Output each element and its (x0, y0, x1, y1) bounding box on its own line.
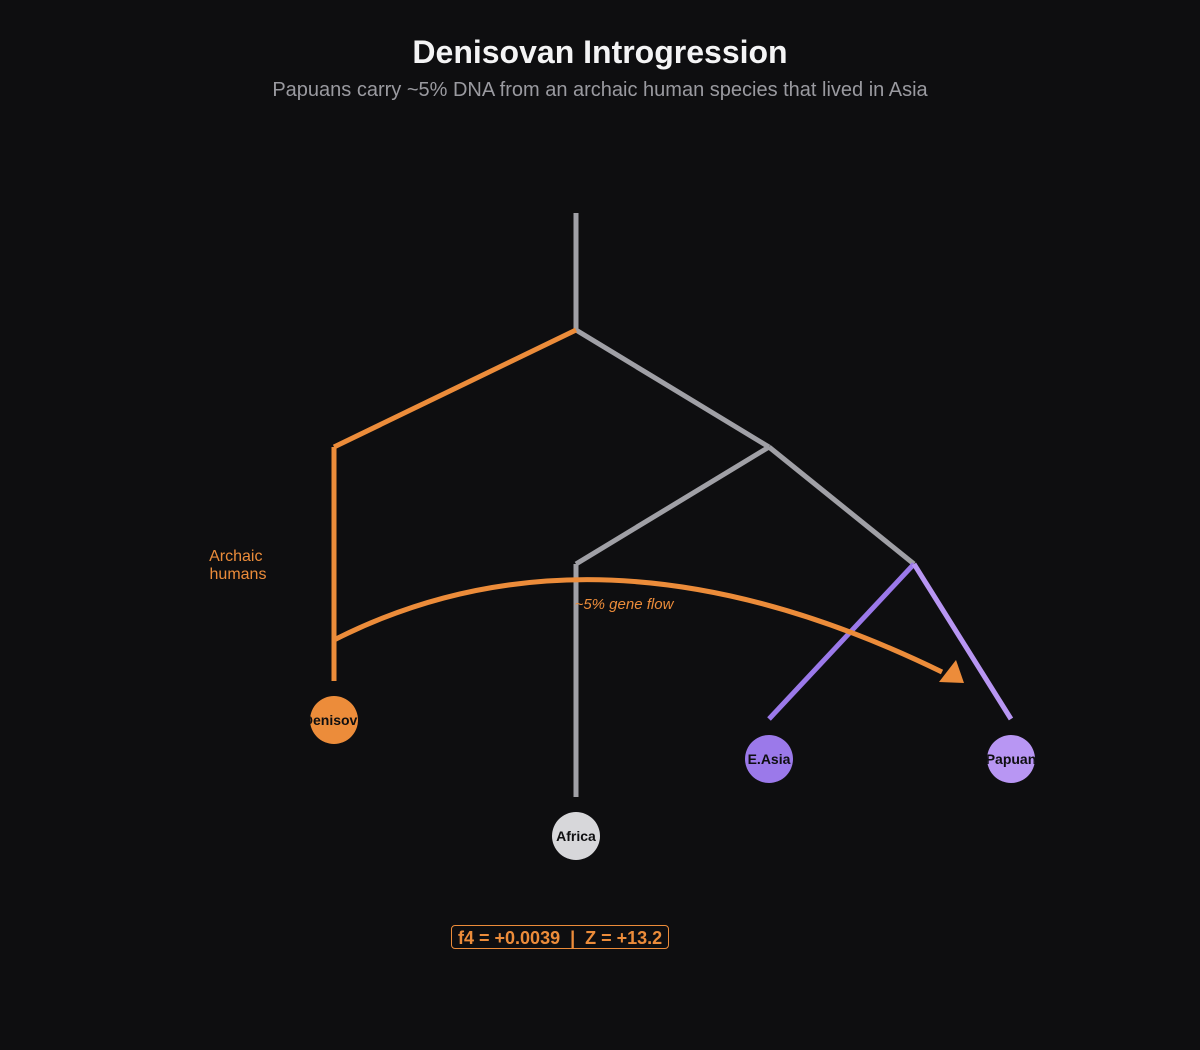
node-denisova: Denisova (303, 696, 365, 744)
page-subtitle: Papuans carry ~5% DNA from an archaic hu… (272, 79, 928, 101)
f4-statistic-badge: f4 = +0.0039 | Z = +13.2 (451, 925, 670, 949)
branch-modern-to-africa-split (574, 444, 771, 567)
gene-flow-arrowhead (939, 660, 964, 683)
node-east-asia: E.Asia (745, 735, 793, 783)
page-title: Denisovan Introgression (412, 34, 788, 70)
node-africa-label: Africa (556, 828, 596, 844)
branch-papuan (911, 562, 1014, 721)
archaic-clade-label: Archaic humans (209, 548, 267, 583)
branch-root-to-modern (574, 327, 771, 450)
branch-east-asia (767, 562, 916, 721)
archaic-clade-label-line2: humans (210, 566, 267, 583)
gene-flow-arrow (332, 577, 944, 675)
node-papuan-label: Papuan (986, 751, 1037, 767)
node-papuan: Papuan (986, 735, 1037, 783)
branch-root-to-archaic (332, 327, 578, 450)
node-east-asia-label: E.Asia (748, 751, 791, 767)
branch-modern-to-eurasia (767, 445, 916, 566)
gene-flow-label: ~5% gene flow (575, 596, 675, 613)
archaic-clade-label-line1: Archaic (209, 548, 262, 565)
node-denisova-label: Denisova (303, 712, 365, 728)
node-africa: Africa (552, 812, 600, 860)
